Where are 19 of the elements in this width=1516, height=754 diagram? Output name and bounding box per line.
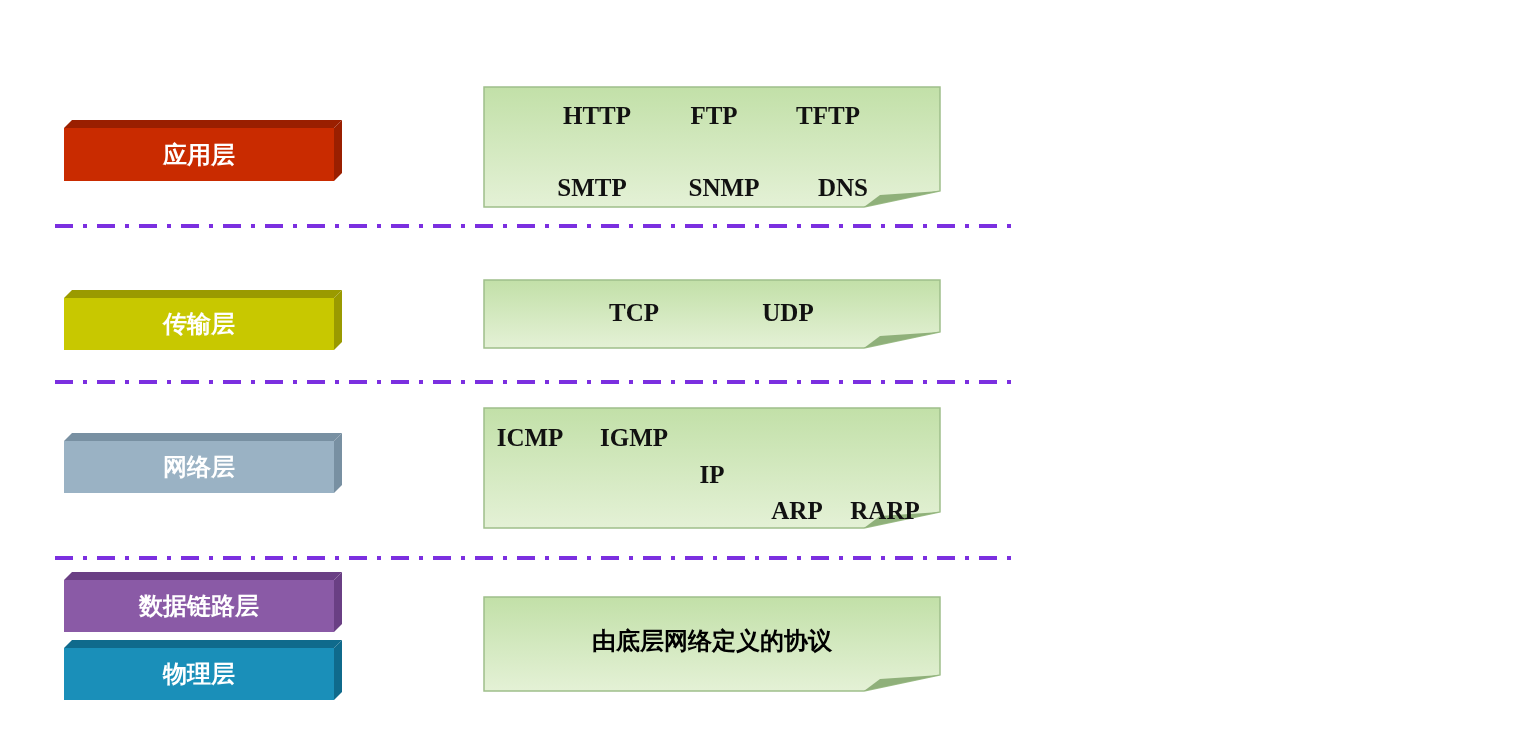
protocol-label: IP xyxy=(699,461,725,489)
protocol-label: TFTP xyxy=(796,102,860,130)
protocol-label: ARP xyxy=(771,497,823,525)
protocol-label: UDP xyxy=(762,299,814,327)
protocol-label: DNS xyxy=(818,174,868,202)
protocol-label: SNMP xyxy=(688,174,760,202)
layer-label: 传输层 xyxy=(163,309,235,340)
protocol-label: IGMP xyxy=(600,424,668,452)
note-text: 由底层网络定义的协议 xyxy=(592,626,832,657)
protocol-label: TCP xyxy=(609,299,659,327)
protocol-label: FTP xyxy=(690,102,738,130)
layer-label: 物理层 xyxy=(163,659,235,690)
layer-label: 应用层 xyxy=(163,139,235,171)
protocol-label: HTTP xyxy=(562,102,632,130)
layer-label: 网络层 xyxy=(163,452,235,483)
layer-label: 数据链路层 xyxy=(139,591,259,622)
protocol-label: RARP xyxy=(850,497,920,525)
protocol-label: SMTP xyxy=(557,174,627,202)
protocol-label: ICMP xyxy=(496,424,564,452)
